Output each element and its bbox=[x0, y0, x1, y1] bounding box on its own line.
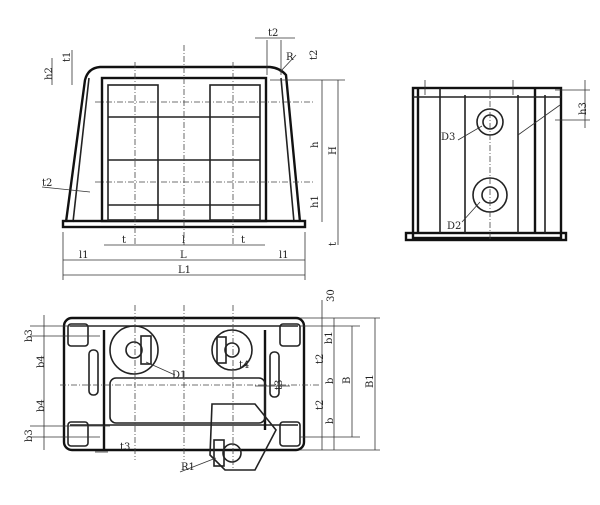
front-outline bbox=[64, 65, 302, 223]
dim-h2: h2 bbox=[44, 67, 55, 80]
dim-t1: t1 bbox=[62, 52, 73, 62]
dim-l: l bbox=[182, 235, 185, 246]
dim-t2-top: t2 bbox=[268, 28, 278, 39]
dim-h1: h1 bbox=[310, 195, 321, 208]
dim-l1-left: l1 bbox=[79, 250, 89, 261]
side-base-plate bbox=[404, 231, 568, 242]
dim-L: L bbox=[180, 250, 187, 261]
dim-b-b: b bbox=[325, 418, 336, 424]
front-view bbox=[41, 37, 345, 280]
dim-l1-right: l1 bbox=[279, 250, 289, 261]
dim-b3-bottom: b3 bbox=[24, 429, 35, 442]
dim-b-a: b bbox=[325, 378, 336, 384]
plan-view-labels: b3 b4 b4 b3 D1 t4 t3 t3 R1 30 b1 t2 b B … bbox=[24, 289, 376, 473]
dim-h3: h3 bbox=[578, 102, 589, 115]
front-view-labels: t1 h2 t2 R t2 h H h1 t t2 t t l L l1 l1 … bbox=[42, 28, 339, 276]
plan-view bbox=[30, 300, 380, 473]
dim-t3-right: t3 bbox=[274, 380, 285, 390]
dim-D3: D3 bbox=[441, 132, 455, 143]
dim-h: h bbox=[310, 141, 321, 148]
dim-t2-b: t2 bbox=[315, 400, 326, 410]
dim-30: 30 bbox=[326, 289, 337, 302]
dim-R: R bbox=[286, 52, 294, 63]
dim-t2-left: t2 bbox=[42, 178, 52, 189]
dim-b4-bottom: b4 bbox=[36, 399, 47, 412]
side-view bbox=[404, 80, 590, 242]
dim-t2-right: t2 bbox=[309, 50, 320, 60]
dim-t4: t4 bbox=[239, 360, 249, 371]
dim-b1: b1 bbox=[324, 331, 335, 344]
dim-t3-bottom: t3 bbox=[120, 442, 130, 453]
dim-b3-top: b3 bbox=[24, 329, 35, 342]
side-view-labels: h3 D3 D2 bbox=[441, 102, 589, 232]
dim-t2-a: t2 bbox=[315, 354, 326, 364]
dim-D1: D1 bbox=[172, 370, 186, 381]
dim-t-right: t bbox=[328, 242, 339, 246]
side-outline bbox=[411, 86, 563, 240]
lifting-lug bbox=[209, 403, 277, 471]
dim-t-a: t bbox=[122, 235, 126, 246]
dim-L1: L1 bbox=[178, 265, 191, 276]
dim-B1: B1 bbox=[365, 374, 376, 388]
dim-R1: R1 bbox=[181, 462, 195, 473]
dim-D2: D2 bbox=[447, 221, 461, 232]
dim-H: H bbox=[328, 146, 339, 155]
dim-t-b: t bbox=[241, 235, 245, 246]
dim-B: B bbox=[342, 377, 353, 384]
dim-b4-top: b4 bbox=[36, 355, 47, 368]
